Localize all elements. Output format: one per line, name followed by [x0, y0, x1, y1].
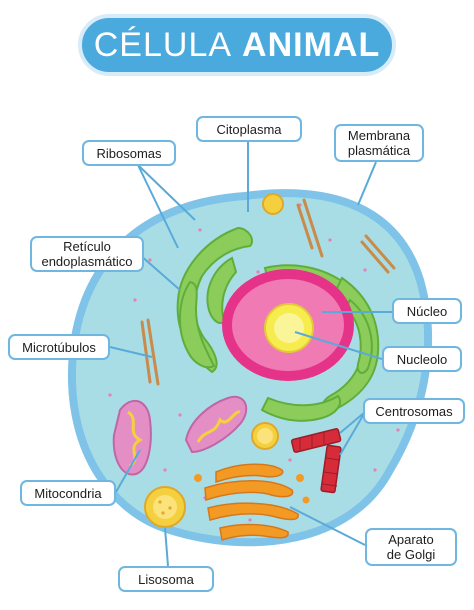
label-nucleo: Núcleo [392, 298, 462, 324]
label-lisosoma: Lisosoma [118, 566, 214, 592]
label-citoplasma: Citoplasma [196, 116, 302, 142]
title-banner: CÉLULA ANIMAL [78, 14, 396, 76]
mitochondria [112, 395, 248, 476]
centrosomes [290, 428, 342, 494]
label-membrana-plasmatica: Membrana plasmática [334, 124, 424, 162]
label-nucleolo: Nucleolo [382, 346, 462, 372]
title-word-animal: ANIMAL [242, 25, 381, 64]
label-aparato-de-golgi: Aparato de Golgi [365, 528, 457, 566]
golgi-apparatus [204, 463, 299, 541]
label-ribosomas: Ribosomas [82, 140, 176, 166]
leader-lines [109, 142, 392, 567]
label-mitocondria: Mitocondria [20, 480, 116, 506]
label-microtubulos: Microtúbulos [8, 334, 110, 360]
title-word-cell: CÉLULA [93, 25, 233, 64]
label-reticulo-endoplasmatico: Retículo endoplasmático [30, 236, 144, 272]
microtubules [140, 198, 396, 386]
vesicle [262, 193, 284, 215]
label-centrosomas: Centrosomas [363, 398, 465, 424]
